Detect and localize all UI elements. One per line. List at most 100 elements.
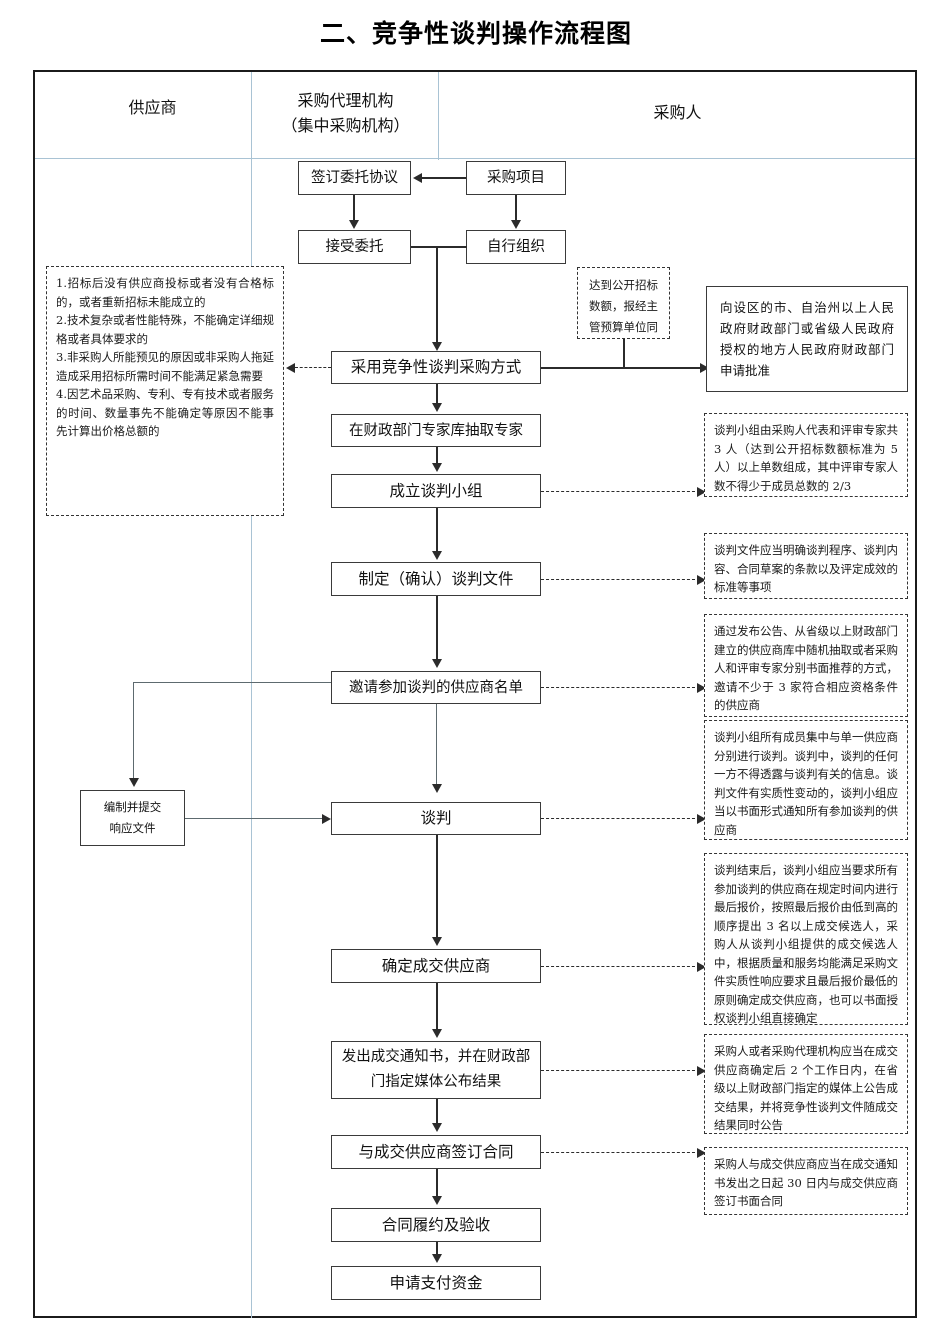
arrowhead-draw-to-form [431,463,442,472]
box-make-docs[interactable]: 制定（确认）谈判文件 [331,562,541,596]
page-title: 二、竞争性谈判操作流程图 [319,19,632,48]
connector-docs-to-invite [436,596,438,661]
box-apply-payment[interactable]: 申请支付资金 [331,1266,541,1300]
connector-project-to-entrust [422,177,466,179]
box-contract-perform[interactable]: 合同履约及验收 [331,1208,541,1242]
connector-adopt-to-draw [436,384,438,405]
connector-form-to-docs [436,508,438,553]
note-group-composition-text: 谈判小组由采购人代表和评审专家共 3 人（达到公开招标数额标准为 5 人）以上单… [714,423,898,493]
note-contract-deadline-text: 采购人与成交供应商应当在成交通知书发出之日起 30 日内与成交供应商签订书面合同 [714,1157,898,1208]
note-announce-result: 采购人或者采购代理机构应当在成交供应商确定后 2 个工作日内，在省级以上财政部门… [704,1034,908,1134]
note-group-composition: 谈判小组由采购人代表和评审专家共 3 人（达到公开招标数额标准为 5 人）以上单… [704,413,908,497]
note-conditions-item-2: 2.技术复杂或者性能特殊，不能确定详细规格或者具体要求的 [56,313,274,346]
connector-determine-to-final [541,966,700,967]
lane-divider-left-lower [251,682,252,1318]
box-prepare-response[interactable]: 编制并提交 响应文件 [80,790,185,846]
box-draw-experts[interactable]: 在财政部门专家库抽取专家 [331,414,541,447]
connector-adopt-to-approval [541,367,704,369]
note-conditions-item-1: 1.招标后没有供应商投标或者没有合格标的，或者重新招标未能成立的 [56,276,274,309]
arrowhead-invite-to-method [697,682,706,693]
note-invite-method-text: 通过发布公告、从省级以上财政部门建立的供应商库中随机抽取或者采购人和评审专家分别… [714,624,898,712]
note-announce-result-text: 采购人或者采购代理机构应当在成交供应商确定后 2 个工作日内，在省级以上财政部门… [714,1044,898,1132]
note-open-bid-amount: 达到公开招标数额，报经主管预算单位同 [577,267,670,339]
note-conditions-item-4: 4.因艺术品采购、专利、专有技术或者服务的时间、数量事先不能确定等原因不能事先计… [56,387,274,438]
box-negotiation-label: 谈判 [420,809,452,827]
lane-header-purchaser-label: 采购人 [653,103,702,122]
connector-sign-to-deadline [541,1152,700,1153]
box-form-group-label: 成立谈判小组 [389,481,483,500]
box-sign-contract[interactable]: 与成交供应商签订合同 [331,1135,541,1169]
note-doc-requirements-text: 谈判文件应当明确谈判程序、谈判内容、合同草案的条款以及评定成效的标准等事项 [714,543,898,594]
connector-negotiation-to-determine [436,835,438,939]
arrowhead-invite-branch [129,778,139,787]
connector-project-to-self [515,195,517,221]
arrowhead-response-to-negotiation [322,813,331,824]
connector-note-to-approval-line [623,339,625,368]
box-prepare-response-label-2: 响应文件 [109,821,156,835]
box-invite-list-label: 邀请参加谈判的供应商名单 [349,679,523,696]
box-form-group[interactable]: 成立谈判小组 [331,474,541,508]
arrowhead-docs-to-req [697,574,706,585]
box-accept-entrust-label: 接受委托 [325,239,384,255]
note-negotiation-rules-text: 谈判小组所有成员集中与单一供应商分别进行谈判。谈判中，谈判的任何一方不得透露与谈… [714,730,898,837]
box-issue-notice-label-2: 门指定媒体公布结果 [370,1074,502,1090]
arrowhead-docs-to-invite [431,659,442,668]
box-negotiation[interactable]: 谈判 [331,802,541,835]
arrowhead-form-to-docs [431,551,442,560]
lane-header-agency-label-1: 采购代理机构 [297,91,394,110]
connector-negotiation-to-rules [541,818,700,819]
note-final-offer-rules: 谈判结束后，谈判小组应当要求所有参加谈判的供应商在规定时间内进行最后报价，按照最… [704,853,908,1025]
box-sign-entrust[interactable]: 签订委托协议 [298,161,411,195]
lane-header-agency: 采购代理机构 （集中采购机构） [253,88,438,138]
note-open-bid-amount-text: 达到公开招标数额，报经主管预算单位同 [589,278,658,334]
box-procurement-project-label: 采购项目 [487,170,545,186]
arrowhead-perform-to-payment [431,1254,442,1263]
connector-determine-to-issue [436,983,438,1029]
note-final-offer-rules-text: 谈判结束后，谈判小组应当要求所有参加谈判的供应商在规定时间内进行最后报价，按照最… [714,863,898,1025]
box-apply-approval-label: 向设区的市、自治州以上人民政府财政部门或省级人民政府授权的地方人民政府财政部门申… [720,300,894,378]
arrowhead-entrust-to-accept [348,220,359,229]
connector-perform-to-payment [436,1242,438,1255]
lane-divider-right [438,72,439,160]
arrowhead-determine-to-issue [431,1029,442,1038]
connector-sign-to-perform [436,1169,438,1197]
lane-header-supplier: 供应商 [60,95,245,120]
connector-adopt-to-conditions [295,367,331,368]
arrowhead-project-to-entrust [413,172,422,183]
lane-header-agency-label-2: （集中采购机构） [281,116,410,135]
arrowhead-invite-to-negotiation [431,784,442,793]
note-doc-requirements: 谈判文件应当明确谈判程序、谈判内容、合同草案的条款以及评定成效的标准等事项 [704,533,908,599]
arrowhead-determine-to-final [697,961,706,972]
connector-invite-branch-h [133,682,331,684]
note-contract-deadline: 采购人与成交供应商应当在成交通知书发出之日起 30 日内与成交供应商签订书面合同 [704,1147,908,1215]
box-adopt-negotiation[interactable]: 采用竞争性谈判采购方式 [331,351,541,384]
arrowhead-issue-to-announce [697,1065,706,1076]
box-procurement-project[interactable]: 采购项目 [466,161,566,195]
box-contract-perform-label: 合同履约及验收 [381,1215,491,1234]
note-conditions: 1.招标后没有供应商投标或者没有合格标的，或者重新招标未能成立的 2.技术复杂或… [46,266,284,516]
box-make-docs-label: 制定（确认）谈判文件 [358,569,514,588]
arrowhead-issue-to-sign [431,1123,442,1132]
arrowhead-sign-to-perform [431,1196,442,1205]
box-issue-notice[interactable]: 发出成交通知书，并在财政部 门指定媒体公布结果 [331,1041,541,1099]
box-self-organize[interactable]: 自行组织 [466,230,566,264]
connector-join-horizontal [411,246,467,248]
connector-response-to-negotiation [185,818,323,820]
connector-invite-branch-v [133,682,135,780]
connector-docs-to-req [541,579,700,580]
arrowhead-negotiation-to-determine [431,937,442,946]
note-negotiation-rules: 谈判小组所有成员集中与单一供应商分别进行谈判。谈判中，谈判的任何一方不得透露与谈… [704,720,908,840]
lane-header-underline [35,158,915,159]
box-accept-entrust[interactable]: 接受委托 [298,230,411,264]
connector-entrust-to-accept [353,195,355,221]
arrowhead-project-to-self [510,220,521,229]
box-determine-supplier[interactable]: 确定成交供应商 [331,949,541,983]
box-invite-list[interactable]: 邀请参加谈判的供应商名单 [331,671,541,704]
arrowhead-adopt-to-draw [431,403,442,412]
connector-trunk-down [436,246,438,344]
arrowhead-form-to-composition [697,486,706,497]
box-apply-approval[interactable]: 向设区的市、自治州以上人民政府财政部门或省级人民政府授权的地方人民政府财政部门申… [706,286,908,392]
connector-issue-to-sign [436,1099,438,1124]
connector-invite-to-negotiation [436,704,438,786]
box-issue-notice-label-1: 发出成交通知书，并在财政部 [341,1049,531,1065]
